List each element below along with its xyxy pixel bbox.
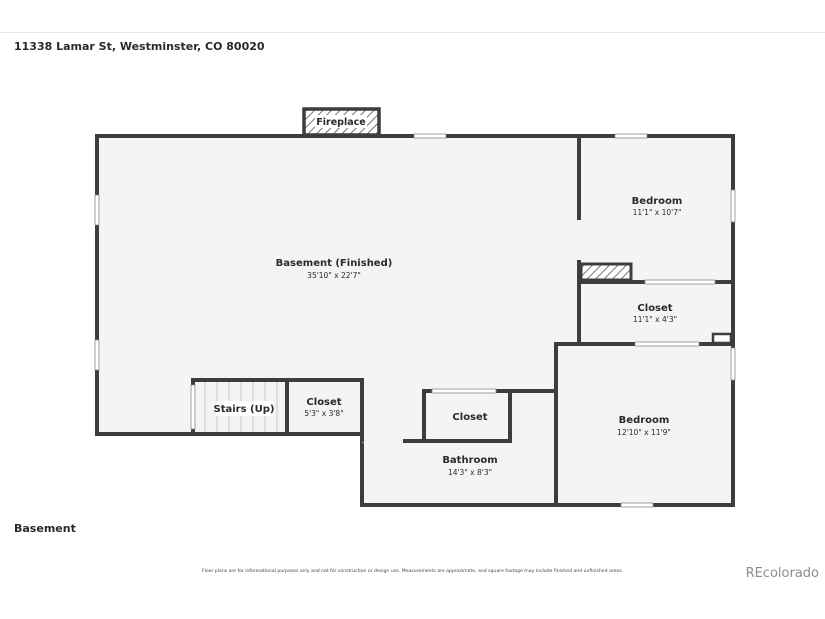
- utility-box: [711, 332, 733, 345]
- bedroom-bottom-name: Bedroom: [619, 415, 670, 426]
- brand-logo: REcolorado: [745, 566, 819, 581]
- property-address: 11338 Lamar St, Westminster, CO 80020: [14, 40, 265, 53]
- fireplace: Fireplace: [302, 107, 381, 137]
- room-bedroom-top: Bedroom 11'1" x 10'7": [632, 196, 683, 217]
- structural-column: [579, 262, 633, 282]
- closet-center-name: Closet: [452, 412, 487, 423]
- closet-stairs-dims: 5'3" x 3'8": [304, 409, 343, 418]
- bathroom-dims: 14'3" x 8'3": [448, 468, 492, 477]
- bedroom-top-name: Bedroom: [632, 196, 683, 207]
- room-basement: Basement (Finished) 35'10" x 22'7": [276, 258, 393, 280]
- room-bathroom: Bathroom 14'3" x 8'3": [442, 455, 497, 477]
- floor-level-label: Basement: [14, 522, 76, 535]
- closet-stairs-name: Closet: [306, 397, 341, 408]
- bathroom-name: Bathroom: [442, 455, 497, 466]
- basement-name: Basement (Finished): [276, 258, 393, 269]
- bedroom-top-dims: 11'1" x 10'7": [633, 208, 682, 217]
- basement-dims: 35'10" x 22'7": [307, 271, 361, 280]
- room-stairs: Stairs (Up): [214, 401, 275, 416]
- header-divider: [0, 32, 825, 33]
- doorway-walls: [360, 432, 558, 507]
- stairs-name: Stairs (Up): [214, 404, 275, 415]
- room-closet-right: Closet 11'1" x 4'3": [633, 303, 677, 324]
- closet-right-name: Closet: [637, 303, 672, 314]
- windows: [94, 133, 736, 508]
- disclaimer-text: Floor plans are for informational purpos…: [201, 569, 624, 574]
- room-bedroom-bottom: Bedroom 12'10" x 11'9": [617, 415, 671, 437]
- bedroom-bottom-dims: 12'10" x 11'9": [617, 428, 671, 437]
- fireplace-label: Fireplace: [316, 117, 365, 128]
- closet-right-dims: 11'1" x 4'3": [633, 315, 677, 324]
- room-closet-stairs: Closet 5'3" x 3'8": [304, 397, 343, 418]
- room-closet-center: Closet: [452, 412, 487, 423]
